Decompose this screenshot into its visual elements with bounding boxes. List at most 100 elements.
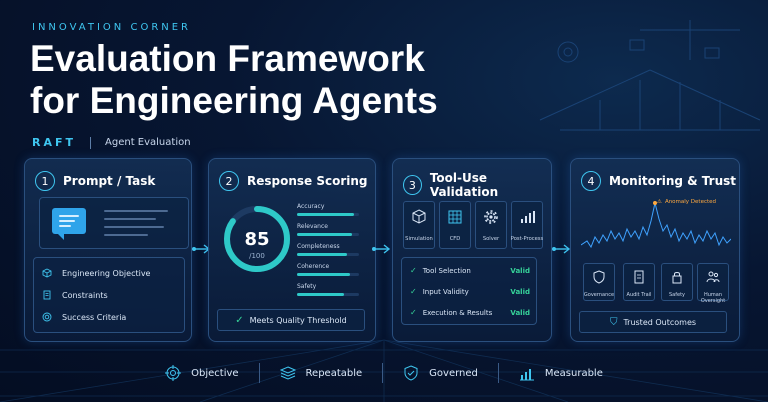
- warning-icon: ⚠: [657, 199, 662, 205]
- footer-principles: Objective Repeatable Governed Measurable: [0, 356, 768, 390]
- principle-repeatable: Repeatable: [279, 365, 363, 381]
- quality-threshold-badge: ✓ Meets Quality Threshold: [217, 309, 365, 331]
- metric-coherence: Coherence: [297, 263, 359, 276]
- footer-divider: [497, 363, 499, 383]
- page-title-line-1: Evaluation Framework: [30, 38, 425, 79]
- validation-label: Input Validity: [422, 287, 469, 296]
- metric-bar: [297, 233, 352, 236]
- tool-label: CFD: [449, 236, 461, 242]
- tool-simulation: Simulation: [403, 201, 435, 249]
- validation-status: Valid: [510, 287, 530, 296]
- monitoring-trust-card: 4 Monitoring & Trust ⚠Anomaly Detected G…: [570, 158, 740, 342]
- card-header: 2 Response Scoring: [219, 171, 368, 191]
- metric-label: Relevance: [297, 223, 328, 230]
- target-icon: [42, 312, 52, 322]
- list-item-label: Success Criteria: [62, 312, 127, 322]
- grid-icon: [440, 208, 470, 226]
- shield-icon: [584, 269, 614, 285]
- trust-governance: Governance: [583, 263, 615, 301]
- score-gauge-arc: [224, 206, 290, 272]
- step-number: 1: [35, 171, 55, 191]
- tool-label: Post-Process: [510, 236, 544, 242]
- tool-post-process: Post-Process: [511, 201, 543, 249]
- trust-label: Audit Trail: [626, 292, 652, 298]
- check-circle-icon: ✓: [235, 314, 244, 326]
- tool-use-validation-card: 3 Tool-Use Validation Simulation CFD Sol…: [392, 158, 552, 342]
- principle-objective: Objective: [165, 365, 239, 381]
- tool-solver: Solver: [475, 201, 507, 249]
- score-max: /100: [249, 252, 265, 260]
- metric-label: Accuracy: [297, 203, 325, 210]
- anomaly-label: Anomaly Detected: [664, 199, 717, 205]
- principle-measurable: Measurable: [519, 365, 603, 381]
- metric-bar: [297, 293, 344, 296]
- list-item: Success Criteria: [42, 312, 126, 322]
- check-circle-icon: ✓: [410, 308, 417, 317]
- list-item: Constraints: [42, 290, 108, 300]
- gear-icon: [476, 208, 506, 226]
- cube-icon: [42, 268, 52, 278]
- target-icon: [165, 365, 182, 381]
- anomaly-alert: ⚠Anomaly Detected: [657, 199, 716, 205]
- metric-bar: [297, 213, 355, 216]
- validation-row: ✓ Execution & Results Valid: [410, 308, 530, 317]
- metric-label: Completeness: [297, 243, 340, 250]
- trusted-outcomes-label: Trusted Outcomes: [623, 317, 697, 327]
- card-header: 3 Tool-Use Validation: [403, 171, 551, 199]
- metric-bar: [297, 253, 347, 256]
- metric-completeness: Completeness: [297, 243, 359, 256]
- validation-checks: ✓ Tool Selection Valid ✓ Input Validity …: [401, 257, 537, 325]
- check-circle-icon: ✓: [410, 266, 417, 275]
- metric-accuracy: Accuracy: [297, 203, 359, 216]
- bar-chart-icon: [519, 365, 535, 381]
- step-number: 3: [403, 175, 422, 195]
- card-title: Response Scoring: [247, 174, 368, 188]
- check-circle-icon: ✓: [410, 287, 417, 296]
- card-title: Monitoring & Trust: [609, 174, 737, 188]
- brand-row: RAFT Agent Evaluation: [32, 136, 191, 149]
- validation-label: Tool Selection: [422, 266, 471, 275]
- brand-subtitle: Agent Evaluation: [105, 137, 191, 148]
- shield-check-icon: [403, 365, 419, 381]
- trust-audit-trail: Audit Trail: [623, 263, 655, 301]
- validation-label: Execution & Results: [422, 308, 493, 317]
- card-header: 1 Prompt / Task: [35, 171, 155, 191]
- brand-divider: [90, 136, 92, 149]
- trust-label: Safety: [669, 292, 685, 298]
- metric-relevance: Relevance: [297, 223, 359, 236]
- prompt-task-card: 1 Prompt / Task Engineering Objective Co…: [24, 158, 192, 342]
- response-scoring-card: 2 Response Scoring 85 /100 Accuracy Rele…: [208, 158, 376, 342]
- monitoring-sparkline: [581, 201, 731, 249]
- score-gauge: [224, 206, 290, 272]
- trust-label: Governance: [583, 292, 615, 298]
- metric-label: Safety: [297, 283, 317, 290]
- validation-status: Valid: [510, 266, 530, 275]
- step-number: 4: [581, 171, 601, 191]
- flow-arrow-icon: [372, 244, 391, 254]
- tool-label: Solver: [482, 236, 500, 242]
- page-title-line-2: for Engineering Agents: [30, 80, 438, 121]
- brand-name: RAFT: [32, 136, 77, 149]
- metric-bar: [297, 273, 350, 276]
- people-icon: [698, 269, 728, 285]
- tool-cfd: CFD: [439, 201, 471, 249]
- metric-safety: Safety: [297, 283, 359, 296]
- card-title: Tool-Use Validation: [429, 171, 499, 199]
- list-item-label: Constraints: [62, 290, 108, 300]
- eyebrow-label: INNOVATION CORNER: [32, 22, 192, 33]
- layers-icon: [279, 365, 296, 381]
- footer-divider: [382, 363, 384, 383]
- metric-label: Coherence: [297, 263, 330, 270]
- principle-label: Repeatable: [305, 367, 363, 379]
- task-components-list: Engineering Objective Constraints Succes…: [33, 257, 185, 333]
- footer-divider: [258, 363, 260, 383]
- score-value: 85: [244, 229, 270, 250]
- tool-label: Simulation: [405, 236, 433, 242]
- chat-icon: [52, 208, 86, 240]
- page-title: Evaluation Framework for Engineering Age…: [30, 38, 438, 122]
- document-icon: [624, 269, 654, 285]
- principle-label: Measurable: [544, 367, 603, 379]
- validation-row: ✓ Input Validity Valid: [410, 287, 530, 296]
- prompt-preview: [39, 197, 189, 249]
- shield-check-icon: ⛉: [609, 316, 618, 328]
